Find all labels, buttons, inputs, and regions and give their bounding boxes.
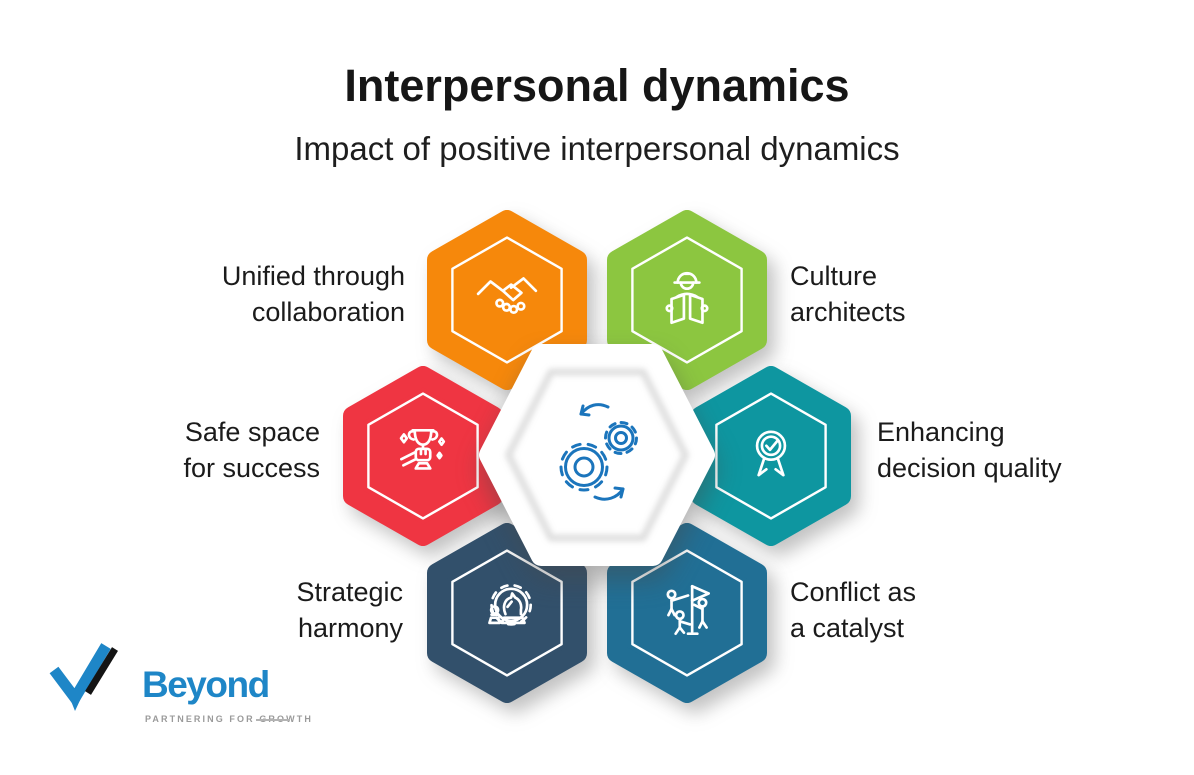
logo-tagline: PARTNERING FOR GROWTH: [145, 714, 313, 724]
label-line: Culture: [790, 261, 878, 291]
hexagon-inner-outline: [631, 549, 743, 677]
hexagon-center: [477, 344, 717, 566]
label-line: collaboration: [251, 297, 405, 327]
label-line: Unified through: [221, 261, 405, 291]
hexagon-inner-outline: [451, 236, 563, 364]
label-line: Enhancing: [877, 417, 1005, 447]
label-decision: Enhancing decision quality: [877, 414, 1137, 486]
team-flag-icon: [666, 584, 710, 636]
label-safe-space: Safe space for success: [110, 414, 320, 486]
label-line: for success: [183, 453, 320, 483]
label-line: harmony: [297, 613, 403, 643]
hexagon-inner-outline: [451, 549, 563, 677]
architect-icon: [665, 271, 709, 325]
award-ribbon-icon: [755, 430, 787, 477]
hexagon-shape: [427, 523, 587, 703]
label-collaboration: Unified through collaboration: [140, 258, 405, 330]
handshake-icon: [476, 277, 538, 314]
trophy-hand-icon: [399, 428, 446, 470]
hexagon-safe-space: [343, 366, 503, 546]
hexagon-shape: [343, 366, 503, 546]
label-line: Safe space: [184, 417, 320, 447]
hexagon-shape: [607, 523, 767, 703]
logo-tagline-line: [256, 719, 290, 721]
label-line: decision quality: [877, 453, 1062, 483]
hexagon-conflict: [607, 523, 767, 703]
hexagon-culture: [607, 210, 767, 390]
hexagon-decision: [691, 366, 851, 546]
hexagon-shape: [427, 210, 587, 390]
hexagon-inner-outline: [367, 392, 479, 520]
hexagon-inner-outline: [631, 236, 743, 364]
label-line: a catalyst: [790, 613, 905, 643]
page-subtitle: Impact of positive interpersonal dynamic…: [294, 130, 900, 167]
checkmark-icon: [49, 643, 118, 711]
label-conflict: Conflict as a catalyst: [790, 574, 1050, 646]
vbeyond-logo: Beyond PARTNERING FOR GROWTH: [42, 630, 311, 740]
label-line: architects: [790, 297, 906, 327]
hexagon-inner-shadow-ring: [505, 368, 689, 542]
logo-name: Beyond: [142, 664, 270, 705]
strategy-chess-gear-icon: [488, 583, 533, 626]
hexagon-inner-outline: [715, 392, 827, 520]
hexagon-strategy: [427, 523, 587, 703]
label-line: Strategic: [296, 577, 403, 607]
page-title: Interpersonal dynamics: [344, 60, 850, 111]
hexagon-collaboration: [427, 210, 587, 390]
gears-sync-icon: [559, 403, 638, 501]
hexagon-shape: [607, 210, 767, 390]
label-strategy: Strategic harmony: [193, 574, 403, 646]
label-culture: Culture architects: [790, 258, 1050, 330]
label-line: Conflict as: [790, 577, 917, 607]
